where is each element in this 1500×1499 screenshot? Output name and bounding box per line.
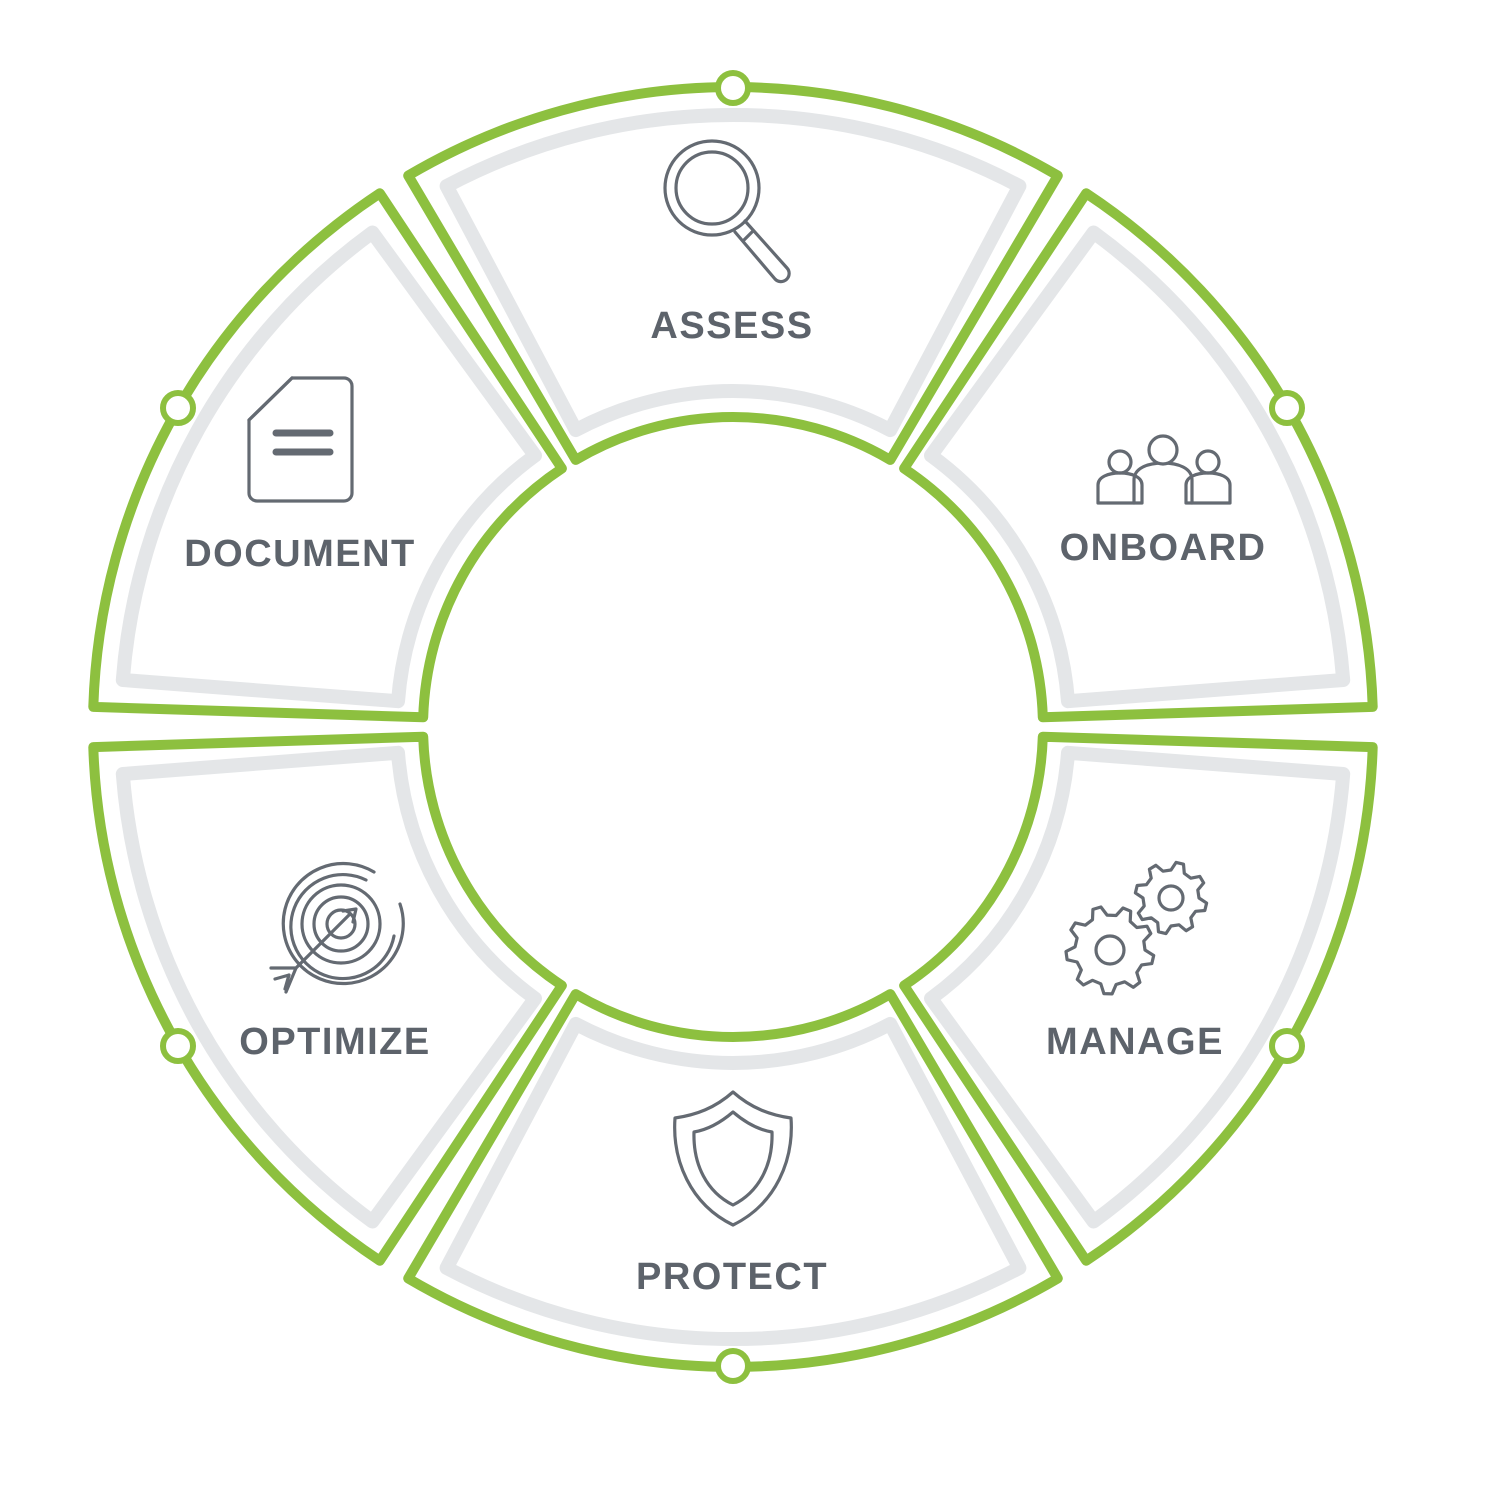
label-onboard: ONBOARD [1060,527,1267,569]
target-icon [269,861,405,994]
shield-icon [673,1090,793,1227]
node-lower-right [1269,1028,1305,1064]
segment-assess [403,82,1063,465]
segment-optimize [88,731,567,1266]
label-optimize: OPTIMIZE [239,1021,430,1063]
node-upper-left [160,390,196,426]
document-icon [247,376,354,503]
magnifier-icon [663,139,791,284]
label-protect: PROTECT [636,1256,828,1298]
segment-inner-band [115,745,542,1229]
segment-manage [899,731,1378,1266]
node-upper-right [1269,390,1305,426]
gears-icon [1064,860,1209,996]
node-top [715,70,751,106]
segment-onboard [899,188,1378,723]
team-icon [1096,434,1232,505]
node-bottom [715,1348,751,1384]
segment-inner-band [924,745,1351,1229]
segment-inner-band [439,108,1027,438]
segment-inner-band [924,225,1351,709]
label-assess: ASSESS [650,305,813,347]
label-manage: MANAGE [1046,1021,1224,1063]
node-lower-left [160,1028,196,1064]
segment-inner-band [115,225,542,709]
segment-protect [403,989,1063,1372]
segment-inner-band [439,1016,1027,1346]
label-document: DOCUMENT [184,533,416,575]
